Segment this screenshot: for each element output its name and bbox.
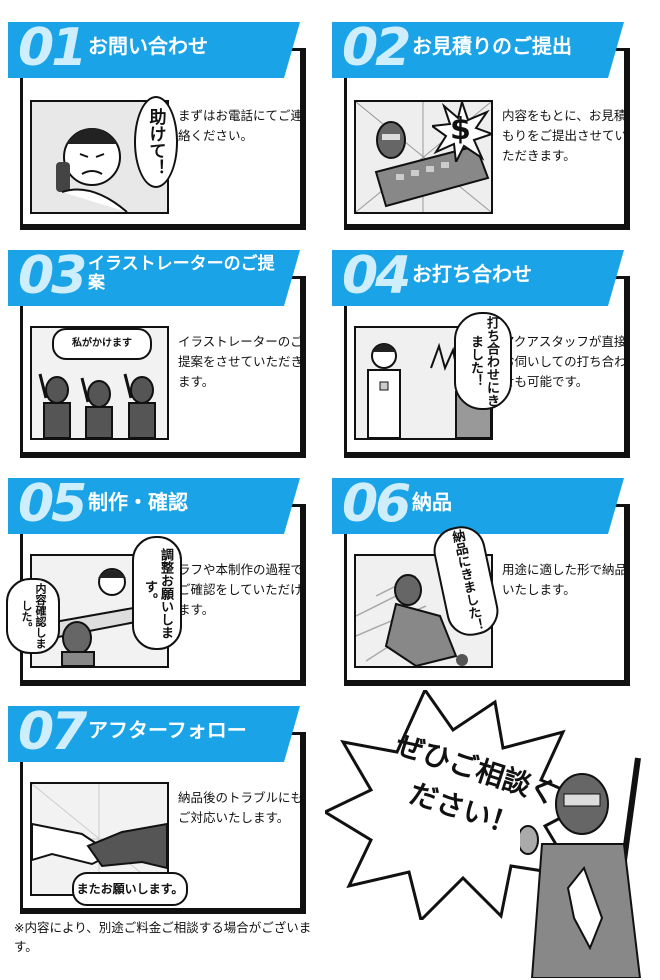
step-03: 03 イラストレーターのご提案 私がかけます イラストレーターのご提案をさせてい… <box>8 246 313 461</box>
step-05: 05 制作・確認 調整お願いします。 内容確認しました。 ラフや本制作の過程でご… <box>6 474 313 689</box>
step-title: イラストレーターのご提案 <box>88 254 275 293</box>
callout-burst-shape <box>325 690 595 920</box>
step-number: 06 <box>342 474 411 534</box>
header-band-shape <box>332 250 624 306</box>
speech-bubble: 助けて！ <box>134 96 178 188</box>
step-07: 07 アフターフォロー またお願いします。 納品後のトラブルにもご対応いたします… <box>8 702 313 917</box>
step-number: 05 <box>18 474 87 534</box>
step-02: 02 お見積りのご提出 $ 内容をもとに、お見積もりをご提出させていただきます。 <box>332 18 637 233</box>
hero-mascot-illustration <box>520 757 642 978</box>
header-band-shape <box>8 706 300 762</box>
step-title: お問い合わせ <box>88 34 208 58</box>
header-band-shape <box>332 22 624 78</box>
step-header: 03 イラストレーターのご提案 <box>8 246 308 306</box>
step-header: 04 お打ち合わせ <box>332 246 632 306</box>
header-band-shape <box>332 478 624 534</box>
step-header: 06 納品 <box>332 474 632 534</box>
dollar-sign: $ <box>450 112 471 147</box>
header-band-shape <box>8 22 300 78</box>
step-number: 02 <box>342 18 411 78</box>
step-title: 制作・確認 <box>88 490 188 514</box>
step-description: 用途に適した形で納品いたします。 <box>502 562 628 597</box>
speech-bubble: 調整お願いします。 <box>132 536 182 650</box>
step-title: アフターフォロー <box>88 718 247 742</box>
step-number: 07 <box>18 702 87 762</box>
step-title: お見積りのご提出 <box>412 34 572 58</box>
step-06: 06 納品 納品にきました！ 用途に適した形で納品いたします。 <box>332 474 637 689</box>
step-header: 07 アフターフォロー <box>8 702 308 762</box>
step-number: 03 <box>18 246 87 306</box>
step-number: 04 <box>342 246 411 306</box>
desk-work-illustration <box>32 556 167 666</box>
step-title: お打ち合わせ <box>412 262 532 286</box>
speech-bubble-secondary: 内容確認しました。 <box>6 578 60 654</box>
step-header: 01 お問い合わせ <box>8 18 308 78</box>
step-number: 01 <box>18 18 87 78</box>
step-title: 納品 <box>412 490 452 514</box>
step-description: ラフや本制作の過程でご確認をしていただけます。 <box>178 562 304 617</box>
step-description: 内容をもとに、お見積もりをご提出させていただきます。 <box>502 108 628 163</box>
step-header: 02 お見積りのご提出 <box>332 18 632 78</box>
step-01: 01 お問い合わせ 助けて！ まずはお電話にてご連絡ください。 <box>8 18 313 233</box>
footnote: ※内容により、別途ご料金ご相談する場合がございます。 <box>14 920 312 954</box>
step-04: 04 お打ち合わせ 打ち合わせにきました！ アクアスタッフが直接お伺いしての打ち… <box>332 246 637 461</box>
step-header: 05 制作・確認 <box>8 474 308 534</box>
starburst-shape <box>432 102 492 162</box>
step-description: アクアスタッフが直接お伺いしての打ち合わせも可能です。 <box>502 334 627 389</box>
illustration-estimate <box>354 100 493 214</box>
step-description: イラストレーターのご提案をさせていただきます。 <box>178 334 304 389</box>
speech-bubble: 私がかけます <box>52 328 152 360</box>
speech-bubble: 打ち合わせにきました！ <box>454 312 512 410</box>
step-description: 納品後のトラブルにもご対応いたします。 <box>178 790 304 825</box>
step-description: まずはお電話にてご連絡ください。 <box>178 108 304 143</box>
header-band-shape <box>8 250 300 306</box>
header-band-shape <box>8 478 300 534</box>
speech-bubble: またお願いします。 <box>72 872 188 906</box>
